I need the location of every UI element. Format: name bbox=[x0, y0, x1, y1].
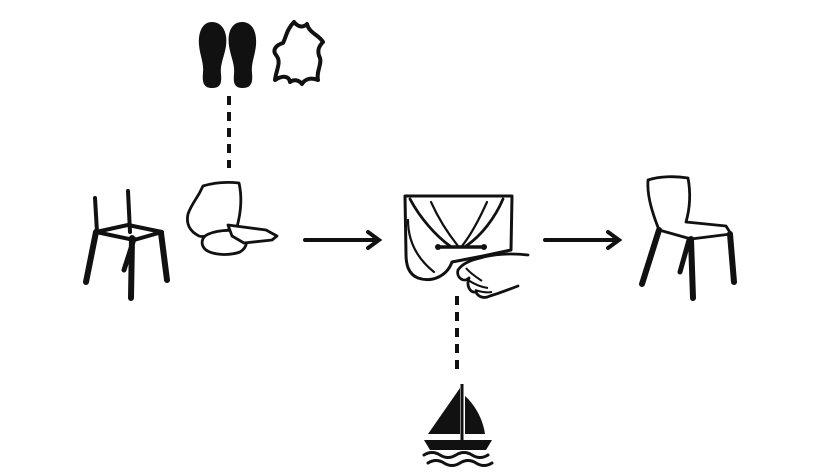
process-arrow-1 bbox=[303, 230, 383, 250]
process-arrow-2 bbox=[543, 230, 623, 250]
finished-chair-icon bbox=[639, 175, 737, 301]
leather-hide-icon bbox=[272, 20, 325, 86]
sailboat-icon bbox=[422, 384, 494, 467]
shoe-soles-icon bbox=[198, 22, 257, 88]
chair-frame-icon bbox=[83, 189, 170, 301]
upholstery-wrapping-icon bbox=[403, 194, 530, 299]
seat-shell-parts-icon bbox=[186, 181, 279, 256]
